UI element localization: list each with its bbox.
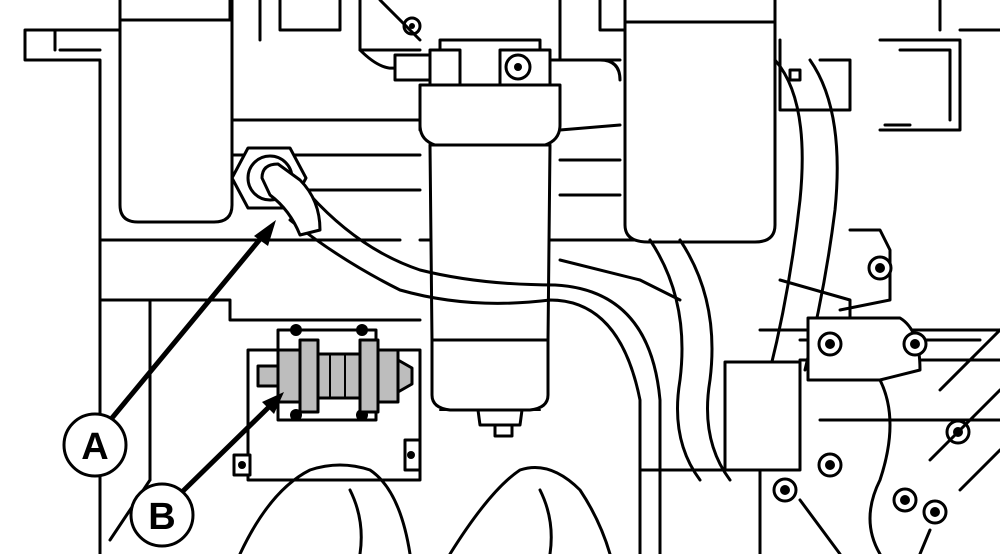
leader-arrow-a [110, 220, 276, 420]
fitting-a [230, 146, 322, 237]
leader-arrow-b [180, 392, 284, 494]
engine-lower-casting [238, 463, 612, 554]
callout-a-label: A [81, 426, 108, 468]
right-bolts [723, 255, 1000, 554]
callout-b-label: B [148, 496, 175, 538]
fuel-filter-housing [418, 38, 562, 438]
right-filter [623, 0, 777, 244]
callout-a: A [62, 412, 128, 478]
fuel-supply-hose [288, 193, 662, 554]
engine-block [23, 0, 1000, 554]
callout-b: B [129, 482, 195, 548]
fuel-line-fittings [358, 0, 622, 87]
inline-strainer-b [256, 324, 414, 422]
left-oil-filter [118, 0, 234, 224]
